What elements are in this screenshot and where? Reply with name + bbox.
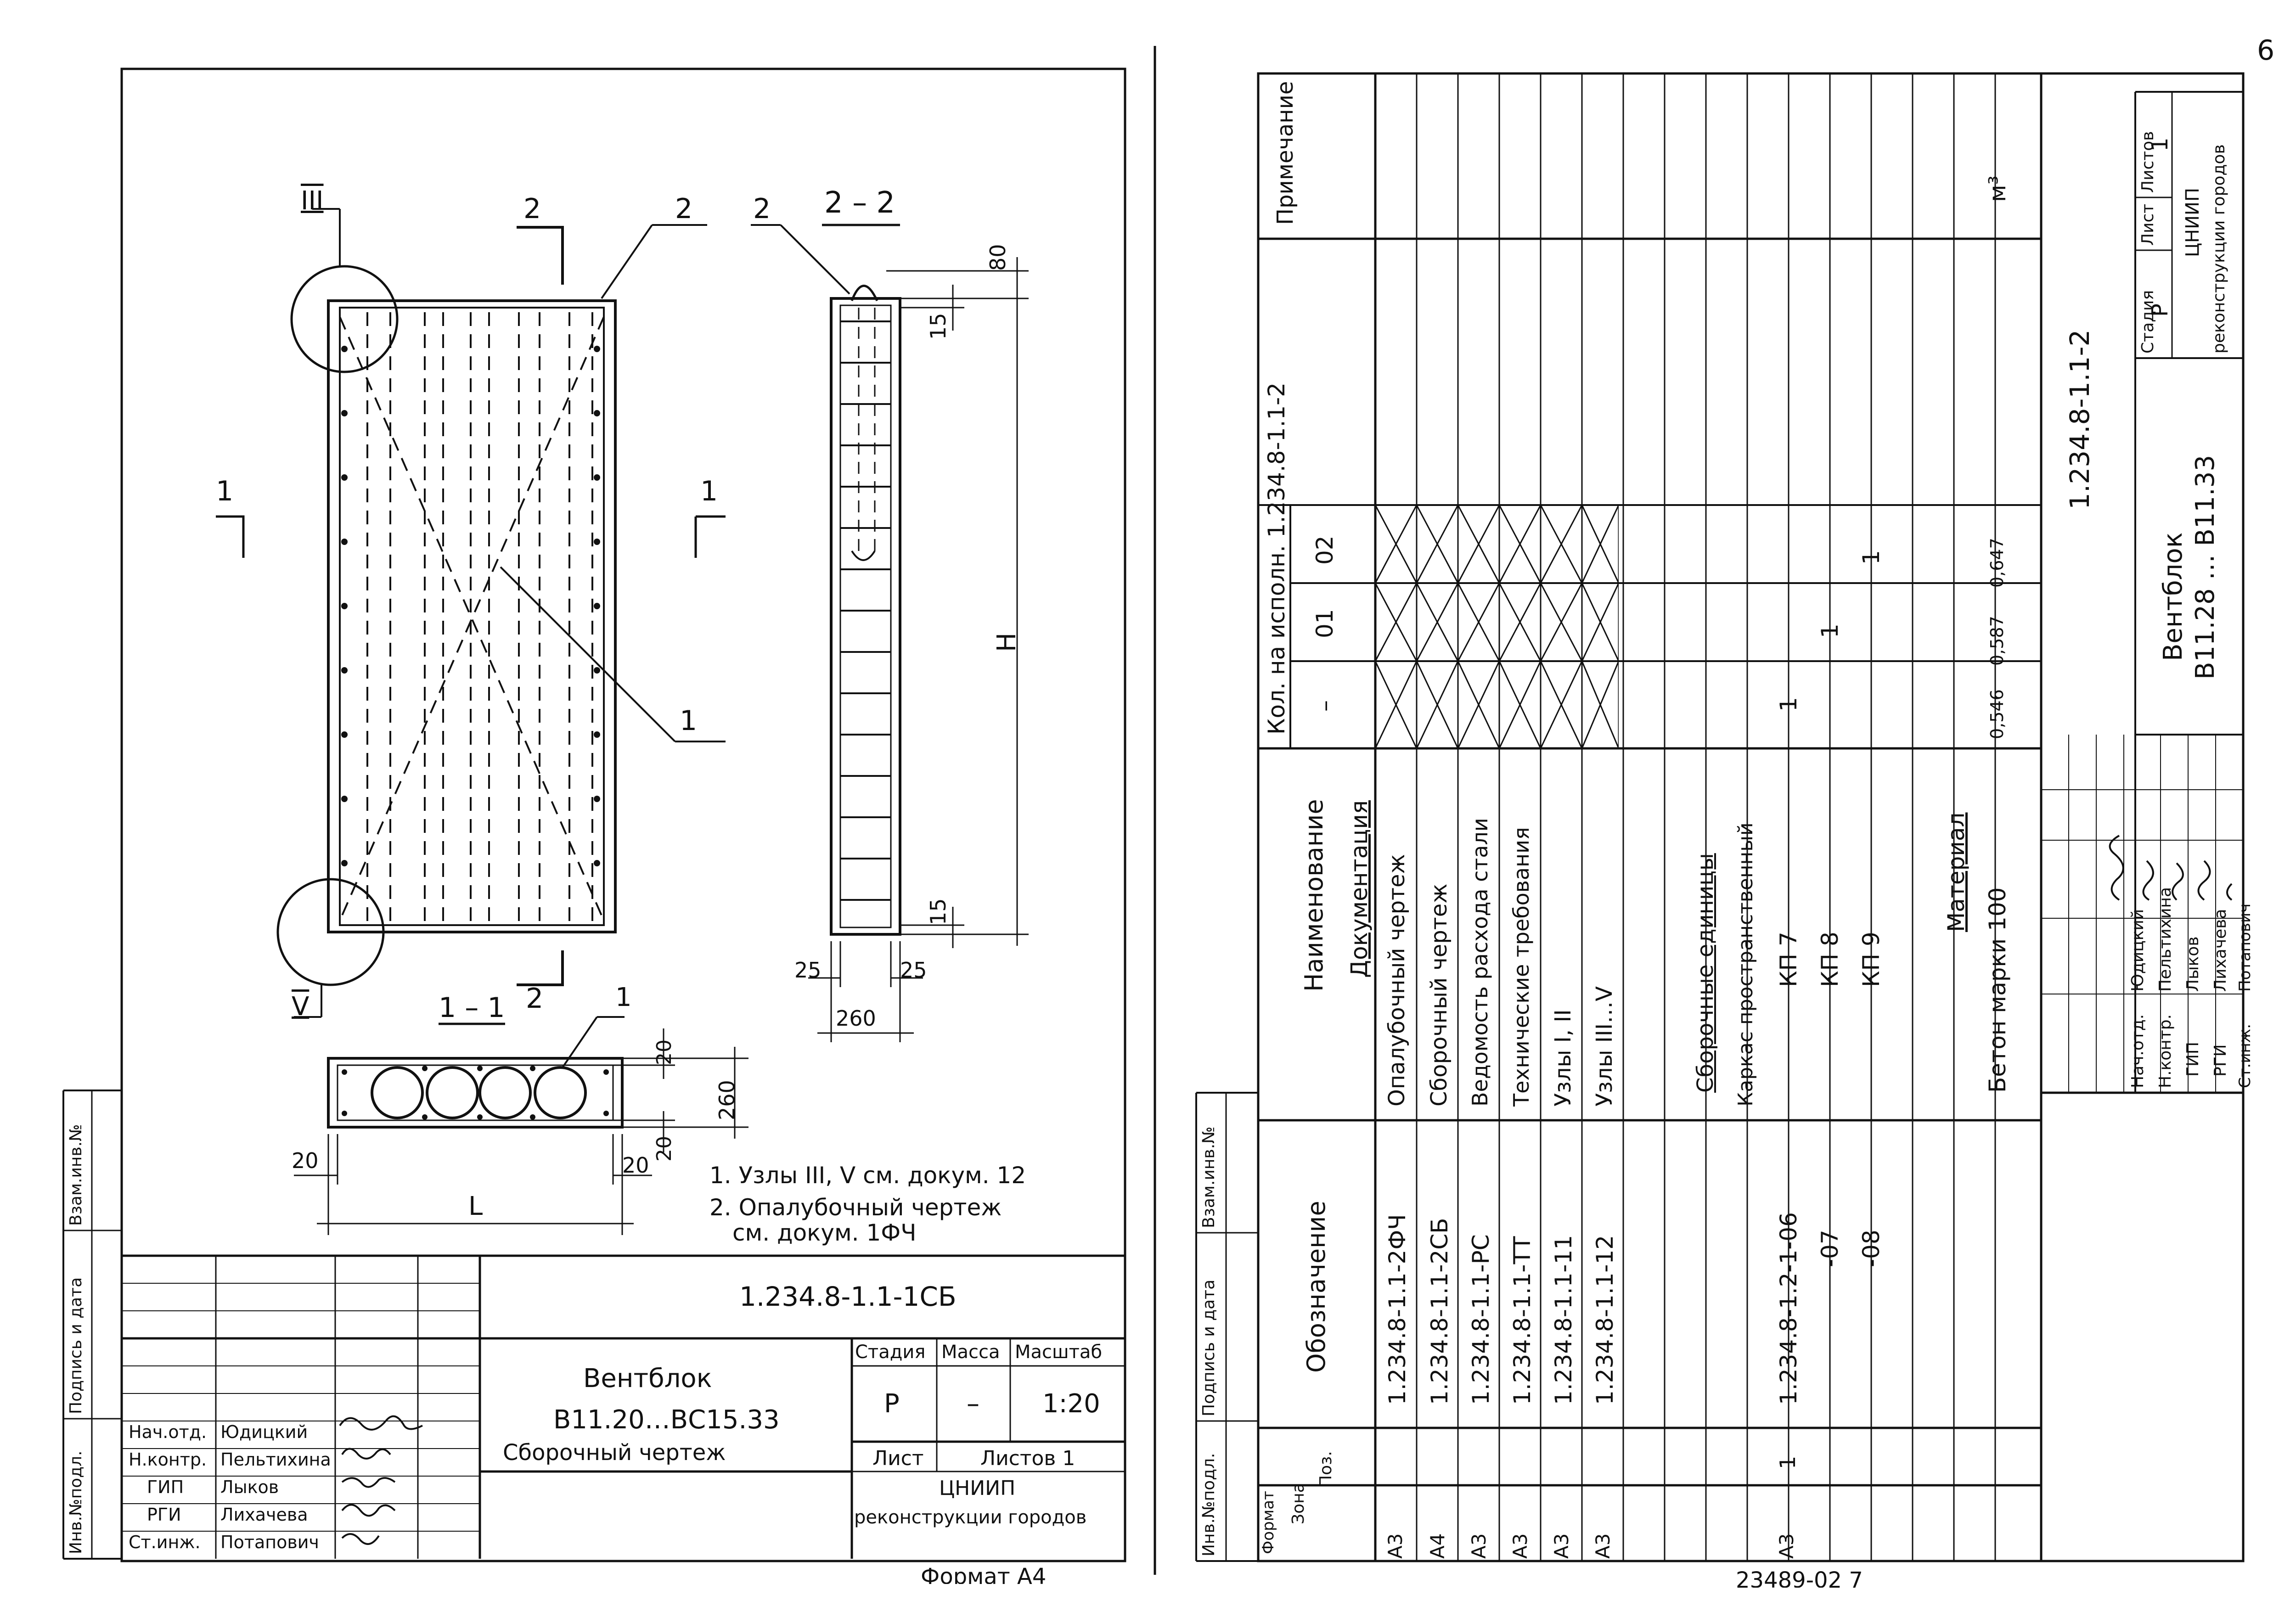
dim-20-d: 20 [622, 1153, 649, 1178]
col-qty-02: 02 [1311, 535, 1338, 565]
left-person-1: Юдицкий [220, 1422, 308, 1442]
left-person-2: Пельтихина [220, 1449, 331, 1470]
row-0-name: Документация [1346, 800, 1373, 978]
left-org-2: реконструкции городов [854, 1507, 1087, 1528]
left-scale-header: Масштаб [1015, 1342, 1103, 1363]
left-person-3: Лыков [220, 1477, 279, 1497]
section-1-1-title: 1 – 1 [439, 992, 505, 1024]
section-2-2-title: 2 – 2 [824, 186, 895, 220]
section-1-1 [294, 1016, 748, 1235]
left-role-1: Нач.отд. [129, 1422, 207, 1442]
left-role-5: Ст.инж. [129, 1532, 201, 1552]
col-designation-header: Обозначение [1302, 1201, 1331, 1373]
left-name-3: Сборочный чертеж [503, 1440, 726, 1466]
col-pos-header: Поз. [1317, 1451, 1335, 1488]
right-sheets-value: 1 [2147, 137, 2173, 152]
section-2-2 [751, 224, 1029, 1042]
right-role-1: Нач.отд. [2128, 1014, 2147, 1088]
left-signatures [339, 1415, 423, 1545]
elevation-view [216, 208, 726, 1018]
col-qty-01: 01 [1311, 609, 1338, 638]
leader-1-label: 1 [680, 705, 698, 737]
right-name-1: Вентблок [2158, 532, 2188, 661]
dim-20-c: 20 [292, 1148, 319, 1173]
right-org-1: ЦНИИП [2182, 187, 2203, 257]
right-role-3: ГИП [2183, 1042, 2202, 1077]
left-sheet-header: Лист [872, 1447, 924, 1470]
note-2: 2. Опалубочный чертеж [709, 1194, 1002, 1221]
right-role-2: Н.контр. [2156, 1014, 2175, 1088]
leader-1-label-b: 1 [615, 983, 632, 1012]
right-bottom-code: 23489-02 7 [1736, 1569, 1863, 1588]
right-stamp-inv: Инв.№подл. [1199, 1453, 1218, 1556]
left-scale-value: 1:20 [1042, 1389, 1100, 1419]
cut-1-mark-right: 1 [700, 475, 718, 507]
left-stage-value: Р [884, 1389, 900, 1419]
dim-260-width: 260 [836, 1006, 876, 1031]
center-divider [1154, 46, 1156, 1575]
node-5-circle [276, 878, 385, 986]
right-doc-code: 1.234.8-1.1-2 [2064, 329, 2095, 510]
right-org-2: реконструкции городов [2210, 144, 2228, 354]
cut-1-mark-left: 1 [216, 475, 234, 507]
left-mass-header: Масса [941, 1342, 1000, 1363]
format-label: Формат А4 [921, 1566, 1047, 1584]
right-role-4: РГИ [2211, 1044, 2230, 1077]
right-person-1: Юдицкий [2128, 909, 2147, 992]
col-name-header: Наименование [1300, 799, 1328, 992]
left-stage-header: Стадия [855, 1342, 926, 1363]
leader-2-label: 2 [675, 193, 693, 225]
cut-2-mark-top: 2 [523, 193, 541, 225]
right-sheet-header: Лист [2138, 203, 2157, 246]
left-role-2: Н.контр. [129, 1449, 207, 1470]
left-sheet [62, 67, 1126, 1562]
right-person-4: Лихачева [2211, 909, 2230, 992]
note-1: 1. Узлы III, V см. докум. 12 [709, 1162, 1026, 1189]
left-role-4: РГИ [147, 1505, 181, 1525]
node-3-circle [290, 265, 399, 373]
node-3-label: III [301, 186, 324, 216]
right-person-3: Лыков [2183, 936, 2202, 992]
spec-row-lines [1375, 73, 1996, 1561]
right-stage-header: Стадия [2138, 290, 2157, 354]
dim-25-left: 25 [794, 958, 822, 983]
col-qty-header: Кол. на исполн. 1.234.8-1.1-2 [1263, 382, 1290, 735]
right-stamp-sign: Подпись и дата [1199, 1279, 1218, 1416]
left-person-5: Потапович [220, 1532, 319, 1552]
right-signatures [2109, 835, 2233, 901]
note-2-cont: см. докум. 1ФЧ [732, 1219, 917, 1246]
left-frame [120, 67, 1126, 1562]
right-stamp-replace: Взам.инв.№ [1199, 1126, 1218, 1228]
left-role-3: ГИП [147, 1477, 184, 1497]
left-person-4: Лихачева [220, 1505, 308, 1525]
left-title-block-grid [122, 1254, 1125, 1559]
dim-L: L [468, 1191, 483, 1221]
left-name-1: Вентблок [583, 1364, 712, 1393]
right-name-2: В11.28 … В11.33 [2190, 455, 2220, 680]
leader-2-label-b: 2 [753, 193, 771, 225]
col-zone-header: Зона [1289, 1483, 1308, 1524]
node-5-label: V [292, 992, 310, 1022]
left-doc-code: 1.234.8-1.1-1СБ [739, 1281, 957, 1312]
right-role-5: Ст.инж. [2236, 1023, 2254, 1088]
page-number: 6 [2257, 34, 2275, 67]
left-name-2: В11.20…ВС15.33 [553, 1405, 780, 1435]
left-org-1: ЦНИИП [939, 1477, 1016, 1500]
left-sheets-header: Листов 1 [980, 1447, 1075, 1470]
col-format-header: Формат [1259, 1491, 1277, 1554]
left-mass-value: – [967, 1389, 979, 1419]
elevation-bar-marks [341, 346, 600, 866]
right-stage-value: Р [2147, 303, 2173, 317]
cut-2-mark-bottom: 2 [526, 983, 544, 1015]
col-note-header: Примечание [1272, 81, 1298, 225]
col-qty-dash: – [1311, 700, 1338, 712]
dim-25-right: 25 [900, 958, 927, 983]
